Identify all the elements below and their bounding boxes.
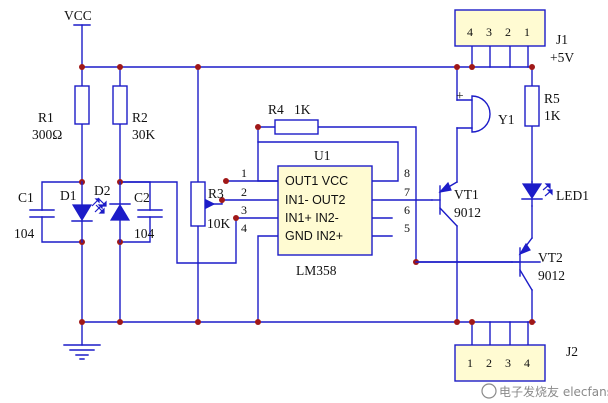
r5-value: 1K	[544, 108, 561, 123]
connector-j2: 1 2 3 4 J2	[454, 344, 578, 382]
junction-dot	[223, 178, 229, 184]
r2-value: 30K	[132, 127, 156, 142]
junctions	[79, 64, 535, 325]
c1-ref: C1	[18, 190, 34, 205]
opamp-u1: U1 OUT1 VCC IN1- OUT2 IN1+ IN2- GND IN2+…	[241, 148, 410, 278]
c2-value: 104	[134, 226, 155, 241]
c1-branch-wire	[41, 181, 83, 243]
u1-pin-number: 5	[404, 221, 410, 235]
vt2-value: 9012	[538, 268, 565, 283]
junction-dot	[255, 319, 261, 325]
transistor-vt2: VT2 9012	[511, 237, 565, 291]
j1-pin-wires	[471, 45, 529, 68]
junction-dot	[255, 124, 261, 130]
j1-pin-number: 2	[505, 25, 511, 39]
u1-pin-number: 7	[404, 185, 410, 199]
j1-pin-number: 4	[467, 25, 473, 39]
wiring	[41, 24, 541, 346]
u1-pin-row: OUT1 VCC	[285, 174, 348, 188]
j1-ref: J1	[556, 32, 568, 47]
junction-dot	[469, 64, 475, 70]
vcc-symbol: VCC	[64, 8, 92, 26]
u1-ref: U1	[314, 148, 331, 163]
y1-polarity: +	[456, 88, 464, 103]
r1-value: 300Ω	[32, 127, 62, 142]
r5-ref: R5	[544, 91, 560, 106]
resistor-r5: R5 1K	[524, 85, 561, 127]
j2-pin-number: 2	[486, 356, 492, 370]
j2-pin-number: 4	[524, 356, 530, 370]
capacitor-c2: C2 104	[134, 190, 163, 241]
vt1-ref: VT1	[454, 187, 479, 202]
u1-pin-number: 2	[241, 185, 247, 199]
c2-ref: C2	[134, 190, 150, 205]
ir-emitter-d1: D1	[60, 181, 103, 243]
photodiode-d2: D2	[94, 181, 131, 243]
junction-dot	[117, 319, 123, 325]
junction-dot	[195, 319, 201, 325]
u1-pin-number: 8	[404, 166, 410, 180]
vcc-label: VCC	[64, 8, 92, 23]
junction-dot	[117, 64, 123, 70]
junction-dot	[79, 319, 85, 325]
j2-pin-wires	[471, 321, 529, 346]
j1-pin-number: 3	[486, 25, 492, 39]
resistor-r4: R4 1K	[268, 102, 319, 135]
vt2-ref: VT2	[538, 250, 563, 265]
u1-part: LM358	[296, 263, 337, 278]
d1-ref: D1	[60, 188, 77, 203]
potentiometer-r3: R3 10K	[190, 181, 231, 231]
junction-dot	[233, 215, 239, 221]
j2-pin-number: 1	[467, 356, 473, 370]
j2-ref: J2	[566, 344, 578, 359]
led1: LED1	[521, 181, 589, 207]
junction-dot	[454, 319, 460, 325]
j1-voltage: +5V	[550, 50, 574, 65]
ground-symbol	[63, 344, 101, 360]
u1-gnd-wire	[257, 235, 279, 323]
d2-ref: D2	[94, 183, 111, 198]
junction-dot	[529, 319, 535, 325]
u1-pin-number: 6	[404, 203, 410, 217]
r3-value: 10K	[207, 216, 231, 231]
resistor-r1: R1 300Ω	[32, 85, 90, 142]
junction-dot	[529, 64, 535, 70]
j1-pin-number: 1	[524, 25, 530, 39]
junction-dot	[454, 64, 460, 70]
u1-pin-row: IN1- OUT2	[285, 193, 345, 207]
junction-dot	[219, 197, 225, 203]
c1-value: 104	[14, 226, 35, 241]
u1-pin-number: 3	[241, 203, 247, 217]
y1-ref: Y1	[498, 112, 515, 127]
junction-dot	[195, 64, 201, 70]
junction-dot	[469, 319, 475, 325]
u1-pin-row: GND IN2+	[285, 229, 343, 243]
u1-pin-number: 4	[241, 221, 247, 235]
connector-j1: 4 3 2 1 J1 +5V	[454, 9, 574, 65]
r3-ref: R3	[208, 186, 224, 201]
u1-vcc-wire	[257, 141, 399, 182]
r4-ref: R4	[268, 102, 284, 117]
resistor-r2: R2 30K	[112, 85, 156, 142]
j2-pin-number: 3	[505, 356, 511, 370]
led1-ref: LED1	[556, 188, 589, 203]
watermark-text: 电子发烧友 elecfans.com	[499, 384, 608, 399]
vt1-value: 9012	[454, 205, 481, 220]
r1-ref: R1	[38, 110, 54, 125]
sensor-signal-wire	[119, 181, 279, 264]
transistor-vt1: VT1 9012	[431, 181, 481, 227]
u1-pin-number: 1	[241, 166, 247, 180]
r2-ref: R2	[132, 110, 148, 125]
r4-to-in1-wire	[257, 126, 279, 182]
watermark: 电子发烧友 elecfans.com	[481, 383, 608, 399]
buzzer-y1: + Y1	[456, 88, 515, 133]
r4-value: 1K	[294, 102, 311, 117]
u1-pin-row: IN1+ IN2-	[285, 211, 339, 225]
junction-dot	[79, 64, 85, 70]
capacitor-c1: C1 104	[14, 190, 55, 241]
